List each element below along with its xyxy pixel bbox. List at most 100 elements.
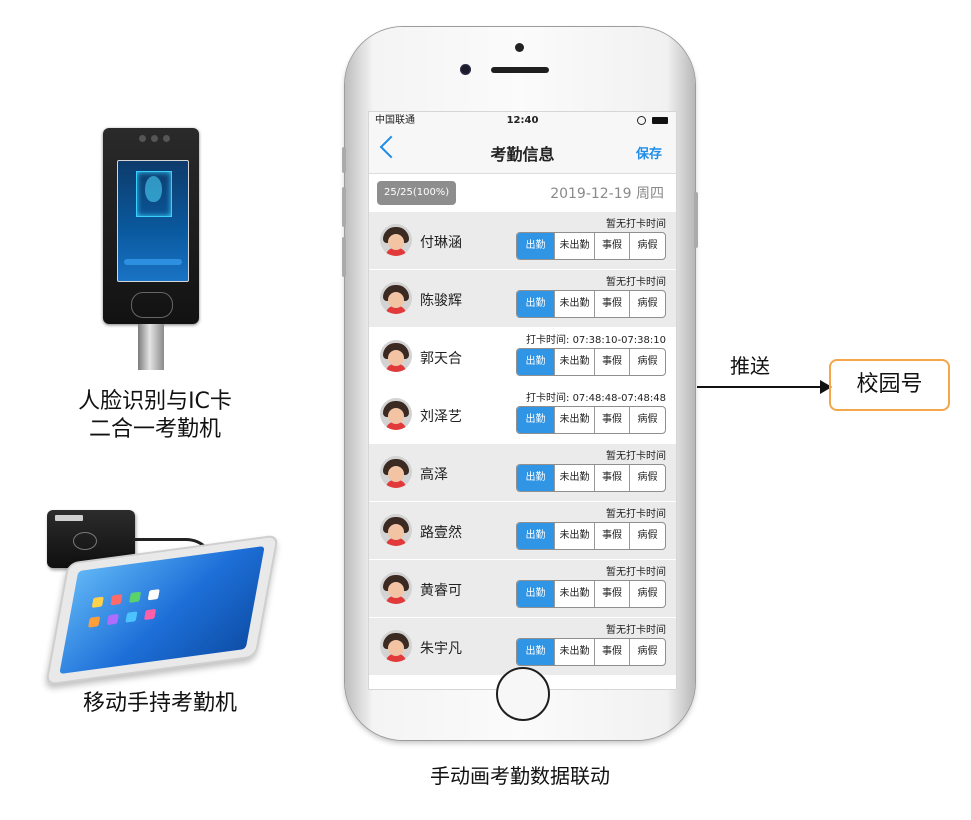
phone-caption: 手动画考勤数据联动 — [430, 764, 610, 788]
save-button[interactable]: 保存 — [635, 147, 662, 162]
student-row: 黄睿可 暂无打卡时间出勤未出勤事假病假 — [369, 560, 676, 618]
segment-personal-leave[interactable]: 事假 — [594, 349, 629, 375]
student-row: 路壹然 暂无打卡时间出勤未出勤事假病假 — [369, 502, 676, 560]
face-scan-icon — [136, 171, 172, 217]
segment-absent[interactable]: 未出勤 — [554, 291, 594, 317]
punch-time: 暂无打卡时间 — [606, 451, 666, 462]
segment-present[interactable]: 出勤 — [517, 349, 554, 375]
student-name: 刘泽艺 — [420, 409, 462, 425]
student-row: 付琳涵 暂无打卡时间出勤未出勤事假病假 — [369, 212, 676, 270]
front-camera-icon — [460, 64, 471, 75]
student-name: 路壹然 — [420, 525, 462, 541]
punch-time: 暂无打卡时间 — [606, 219, 666, 230]
student-row: 郭天合 打卡时间: 07:38:10-07:38:10 出勤未出勤事假病假 — [369, 328, 676, 386]
segment-sick-leave[interactable]: 病假 — [629, 291, 665, 317]
face-terminal-label-line1: 人脸识别与IC卡 — [78, 389, 232, 414]
segment-present[interactable]: 出勤 — [517, 465, 554, 491]
phone-mockup: 中国联通 12:40 考勤信息 保存 25/25(100%) 2019-12-1… — [342, 27, 698, 740]
segment-absent[interactable]: 未出勤 — [554, 523, 594, 549]
face-terminal-label: 人脸识别与IC卡 二合一考勤机 — [40, 388, 270, 444]
student-row: 朱宇凡 暂无打卡时间出勤未出勤事假病假 — [369, 618, 676, 676]
student-name: 高泽 — [420, 467, 448, 483]
student-name: 郭天合 — [420, 351, 462, 367]
segment-sick-leave[interactable]: 病假 — [629, 233, 665, 259]
card-reader-icon — [47, 510, 135, 568]
push-arrow-icon — [697, 380, 832, 394]
attendance-summary: 25/25(100%) 2019-12-19 周四 — [369, 174, 676, 213]
segment-present[interactable]: 出勤 — [517, 291, 554, 317]
segment-sick-leave[interactable]: 病假 — [629, 581, 665, 607]
segment-personal-leave[interactable]: 事假 — [594, 233, 629, 259]
push-label: 推送 — [730, 354, 770, 378]
segment-absent[interactable]: 未出勤 — [554, 639, 594, 665]
segment-sick-leave[interactable]: 病假 — [629, 465, 665, 491]
segment-personal-leave[interactable]: 事假 — [594, 465, 629, 491]
segment-personal-leave[interactable]: 事假 — [594, 291, 629, 317]
segment-present[interactable]: 出勤 — [517, 407, 554, 433]
segment-personal-leave[interactable]: 事假 — [594, 523, 629, 549]
face-terminal-label-line2: 二合一考勤机 — [88, 417, 221, 442]
nav-bar: 考勤信息 保存 — [369, 129, 676, 174]
attendance-segmented-control: 出勤未出勤事假病假 — [516, 348, 666, 376]
segment-absent[interactable]: 未出勤 — [554, 233, 594, 259]
home-button[interactable] — [496, 667, 550, 721]
avatar — [380, 456, 412, 488]
punch-time: 暂无打卡时间 — [606, 625, 666, 636]
segment-present[interactable]: 出勤 — [517, 581, 554, 607]
terminal-screen — [117, 160, 189, 282]
student-name: 付琳涵 — [420, 235, 462, 251]
student-row: 高泽 暂无打卡时间出勤未出勤事假病假 — [369, 444, 676, 502]
punch-time: 暂无打卡时间 — [606, 567, 666, 578]
student-list: 付琳涵暂无打卡时间出勤未出勤事假病假陈骏辉暂无打卡时间出勤未出勤事假病假郭天合打… — [369, 212, 676, 676]
handheld-attendance-device — [45, 510, 279, 686]
avatar — [380, 224, 412, 256]
student-name: 黄睿可 — [420, 583, 462, 599]
speaker-grille — [491, 67, 549, 73]
punch-time: 打卡时间: 07:38:10-07:38:10 — [526, 335, 666, 346]
attendance-segmented-control: 出勤未出勤事假病假 — [516, 638, 666, 666]
attendance-segmented-control: 出勤未出勤事假病假 — [516, 580, 666, 608]
segment-present[interactable]: 出勤 — [517, 523, 554, 549]
segment-present[interactable]: 出勤 — [517, 639, 554, 665]
avatar — [380, 572, 412, 604]
terminal-head — [103, 128, 199, 324]
campus-account-box: 校园号 — [829, 359, 950, 411]
avatar — [380, 398, 412, 430]
terminal-pole — [138, 324, 164, 370]
punch-time: 打卡时间: 07:48:48-07:48:48 — [526, 393, 666, 404]
date-label: 2019-12-19 周四 — [550, 186, 664, 202]
avatar — [380, 630, 412, 662]
status-time: 12:40 — [506, 115, 539, 126]
front-sensor-icon — [515, 43, 524, 52]
battery-icon — [652, 117, 668, 124]
attendance-segmented-control: 出勤未出勤事假病假 — [516, 290, 666, 318]
segment-absent[interactable]: 未出勤 — [554, 407, 594, 433]
attendance-segmented-control: 出勤未出勤事假病假 — [516, 522, 666, 550]
punch-time: 暂无打卡时间 — [606, 509, 666, 520]
handheld-label: 移动手持考勤机 — [82, 691, 237, 716]
segment-personal-leave[interactable]: 事假 — [594, 407, 629, 433]
attendance-segmented-control: 出勤未出勤事假病假 — [516, 406, 666, 434]
punch-time: 暂无打卡时间 — [606, 277, 666, 288]
attendance-segmented-control: 出勤未出勤事假病假 — [516, 464, 666, 492]
avatar — [380, 340, 412, 372]
segment-sick-leave[interactable]: 病假 — [629, 639, 665, 665]
segment-sick-leave[interactable]: 病假 — [629, 349, 665, 375]
carrier-label: 中国联通 — [375, 115, 415, 126]
segment-sick-leave[interactable]: 病假 — [629, 407, 665, 433]
camera-icon — [133, 135, 173, 143]
segment-sick-leave[interactable]: 病假 — [629, 523, 665, 549]
segment-absent[interactable]: 未出勤 — [554, 581, 594, 607]
student-name: 朱宇凡 — [420, 641, 462, 657]
attendance-rate-badge: 25/25(100%) — [377, 181, 457, 205]
avatar — [380, 514, 412, 546]
page-title: 考勤信息 — [490, 145, 555, 164]
segment-absent[interactable]: 未出勤 — [554, 465, 594, 491]
segment-absent[interactable]: 未出勤 — [554, 349, 594, 375]
segment-personal-leave[interactable]: 事假 — [594, 639, 629, 665]
attendance-segmented-control: 出勤未出勤事假病假 — [516, 232, 666, 260]
segment-personal-leave[interactable]: 事假 — [594, 581, 629, 607]
status-bar: 中国联通 12:40 — [369, 112, 676, 129]
rotation-lock-icon — [637, 116, 646, 125]
segment-present[interactable]: 出勤 — [517, 233, 554, 259]
